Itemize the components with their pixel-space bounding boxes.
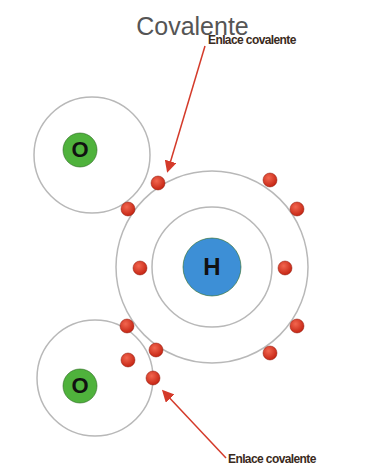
hydrogen-atom: H <box>182 237 242 297</box>
oxygen-atom: O <box>62 368 98 404</box>
callout-label: Enlace covalente <box>228 452 316 466</box>
oxygen-atom: O <box>62 132 98 168</box>
diagram-title: Covalente <box>0 12 385 41</box>
atom-symbol: O <box>62 368 98 404</box>
atom-symbol: H <box>182 237 242 297</box>
atom-symbol: O <box>62 132 98 168</box>
callout-label: Enlace covalente <box>208 33 296 47</box>
